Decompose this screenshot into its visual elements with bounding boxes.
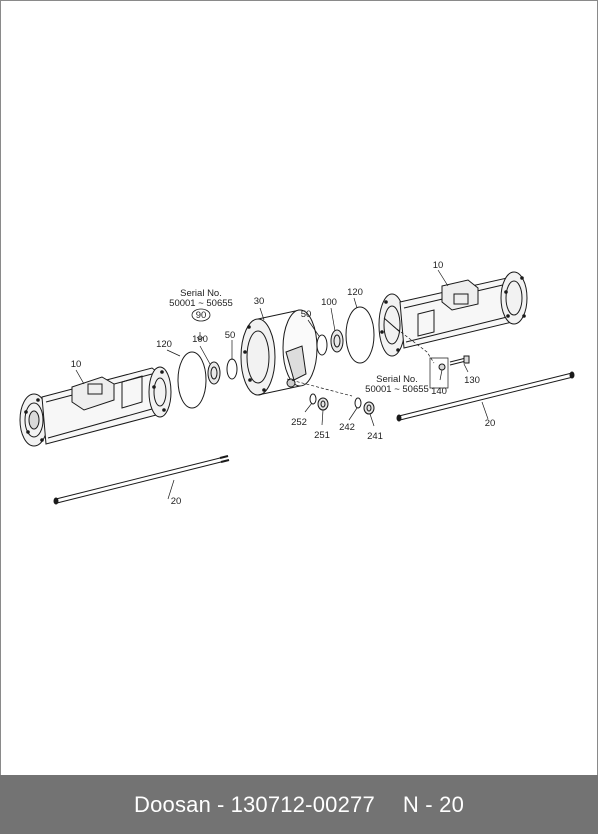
right-bearing-100 <box>330 329 344 353</box>
left-oring-120 <box>177 351 207 409</box>
right-seal-50 <box>316 334 328 356</box>
callout-part-252: 252 <box>291 417 307 428</box>
serial-right-line2: 50001 ~ 50655 <box>365 384 429 395</box>
part-242 <box>354 397 362 409</box>
footer-part-number: 130712-00277 <box>230 791 375 817</box>
part-252 <box>309 393 317 405</box>
center-differential-housing <box>240 309 318 396</box>
callout-circled-90: 90 <box>196 310 207 321</box>
callout-part-242: 242 <box>339 422 355 433</box>
callout-part-241: 241 <box>367 431 383 442</box>
serial-left-line2: 50001 ~ 50655 <box>169 298 233 309</box>
callout-left-seal: 50 <box>225 330 236 341</box>
callout-plug-140: 140 <box>431 386 447 397</box>
callout-bolt-130: 130 <box>464 375 480 386</box>
part-251 <box>317 397 329 411</box>
right-axle-shaft <box>396 371 575 422</box>
callout-center-housing: 30 <box>254 296 265 307</box>
plug-140-bracket <box>429 357 449 389</box>
right-oring-120 <box>345 306 375 364</box>
callout-right-seal: 50 <box>301 309 312 320</box>
callout-part-251: 251 <box>314 430 330 441</box>
callout-left-housing: 10 <box>71 359 82 370</box>
leader-lines <box>75 269 489 500</box>
callout-left-shaft: 20 <box>171 496 182 507</box>
serial-left-line1: Serial No. <box>180 288 222 299</box>
right-axle-housing <box>378 271 528 357</box>
left-axle-shaft <box>53 455 230 505</box>
footer-page-ref: N - 20 <box>402 791 464 817</box>
callout-right-oring: 120 <box>347 287 363 298</box>
footer-bar: Doosan - 130712-00277 N - 20 <box>0 775 598 834</box>
callout-right-housing: 10 <box>433 260 444 271</box>
callout-right-bearing: 100 <box>321 297 337 308</box>
callout-90-circle <box>191 308 211 322</box>
bolt-130 <box>449 355 470 366</box>
left-seal-50 <box>226 358 238 380</box>
exploded-axle-diagram: 10 10 30 50 50 100 100 120 120 90 Serial… <box>2 2 598 775</box>
callout-left-bearing: 100 <box>192 334 208 345</box>
footer-dash: - <box>217 791 225 817</box>
plug-140 <box>438 363 446 371</box>
callout-right-shaft: 20 <box>485 418 496 429</box>
left-bearing-100 <box>207 361 221 385</box>
footer-brand: Doosan <box>134 791 212 817</box>
serial-right-line1: Serial No. <box>376 374 418 385</box>
callout-left-oring: 120 <box>156 339 172 350</box>
part-241 <box>363 401 375 415</box>
left-axle-housing <box>19 366 172 447</box>
